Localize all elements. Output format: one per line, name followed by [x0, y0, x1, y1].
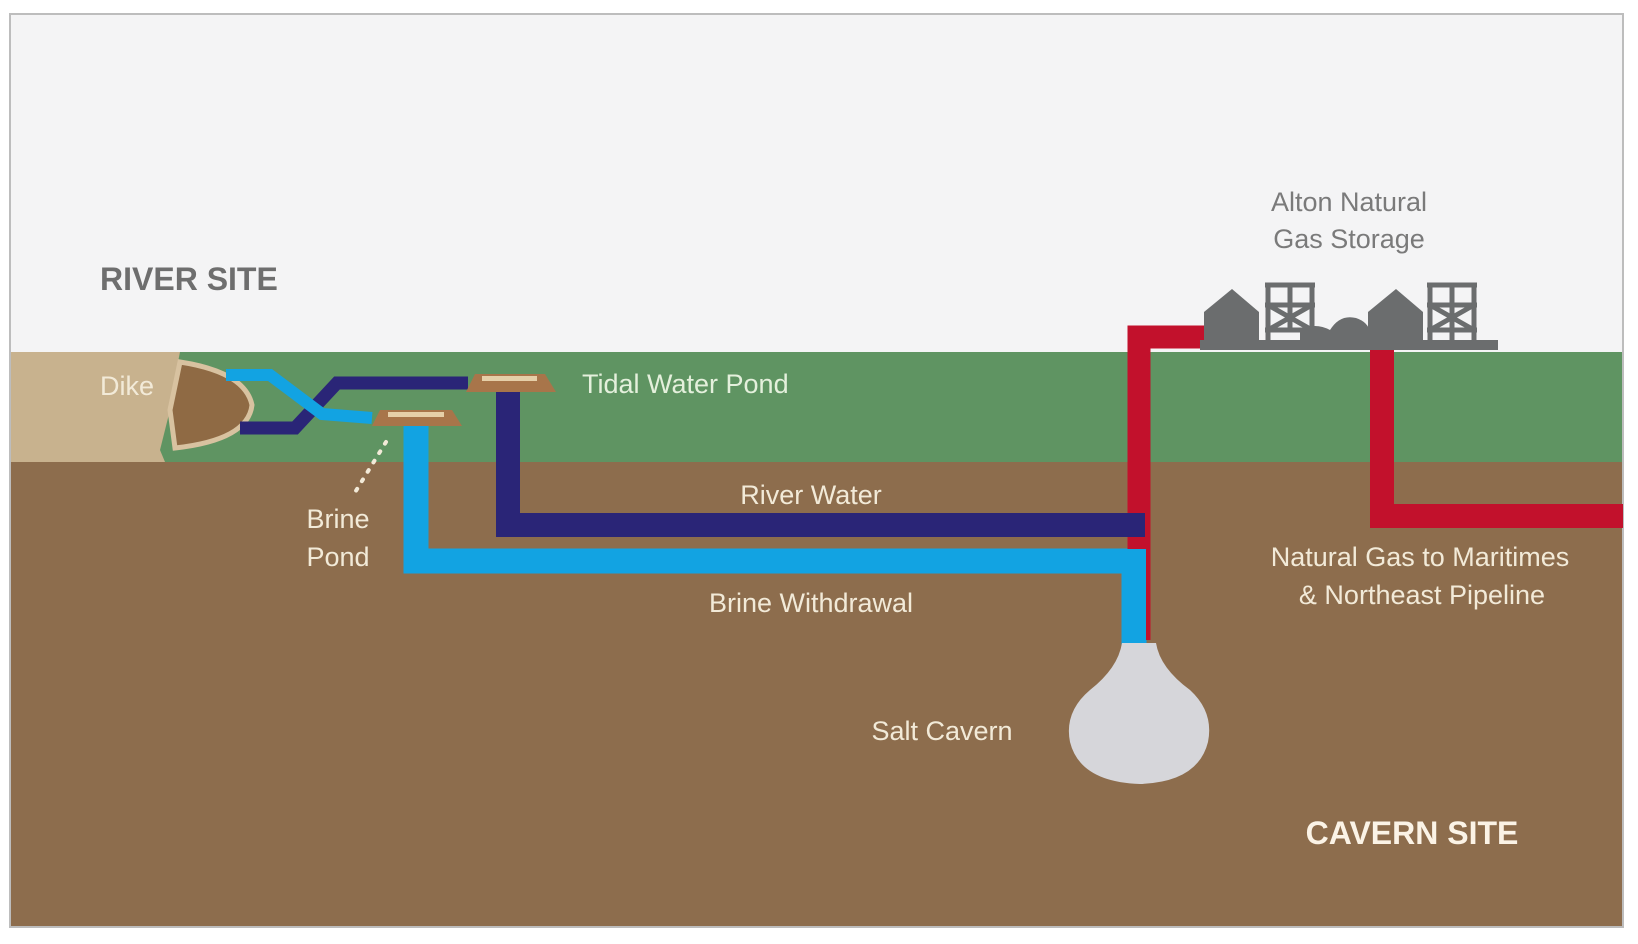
salt-cavern-label: Salt Cavern — [871, 716, 1012, 746]
dike-basin — [167, 359, 255, 451]
facility-tower-2 — [1427, 282, 1477, 348]
salt-cavern — [1068, 643, 1210, 784]
river-water-pipe-junction — [1100, 513, 1145, 537]
gas-storage-facility — [1200, 282, 1498, 350]
grass-layer — [11, 352, 1622, 464]
facility-label-line1: Alton Natural — [1271, 187, 1427, 217]
river-water-pipe-underground — [496, 390, 1141, 537]
facility-tower-1 — [1265, 282, 1315, 348]
brine-pipe-junction — [1122, 549, 1146, 645]
cavern-site-title: CAVERN SITE — [1306, 815, 1519, 851]
facility-tanks — [1300, 317, 1370, 348]
brine-pond-label-line2: Pond — [306, 542, 369, 572]
soil-layer — [11, 462, 1622, 926]
sky-area — [11, 15, 1622, 352]
pipeline-label-line2: & Northeast Pipeline — [1299, 580, 1545, 610]
river-site-title: RIVER SITE — [100, 261, 278, 297]
gas-injection-pipe — [1127, 325, 1205, 640]
brine-pond-label-line1: Brine — [306, 504, 369, 534]
facility-label-line2: Gas Storage — [1273, 224, 1425, 254]
tidal-water-pond-label: Tidal Water Pond — [582, 369, 789, 399]
pipeline-label-line1: Natural Gas to Maritimes — [1271, 542, 1570, 572]
tidal-water-pond-surface — [482, 376, 537, 381]
brine-withdrawal-label: Brine Withdrawal — [709, 588, 913, 618]
facility-building-1 — [1204, 289, 1259, 348]
brine-inlet-pipe — [226, 369, 373, 424]
gas-export-pipe — [1370, 350, 1623, 528]
brine-pond-surface — [388, 412, 444, 417]
dike-label: Dike — [100, 371, 154, 401]
brine-pond-leader — [352, 440, 388, 496]
facility-building-2 — [1368, 289, 1423, 348]
river-water-label: River Water — [740, 480, 882, 510]
dike — [11, 352, 180, 462]
